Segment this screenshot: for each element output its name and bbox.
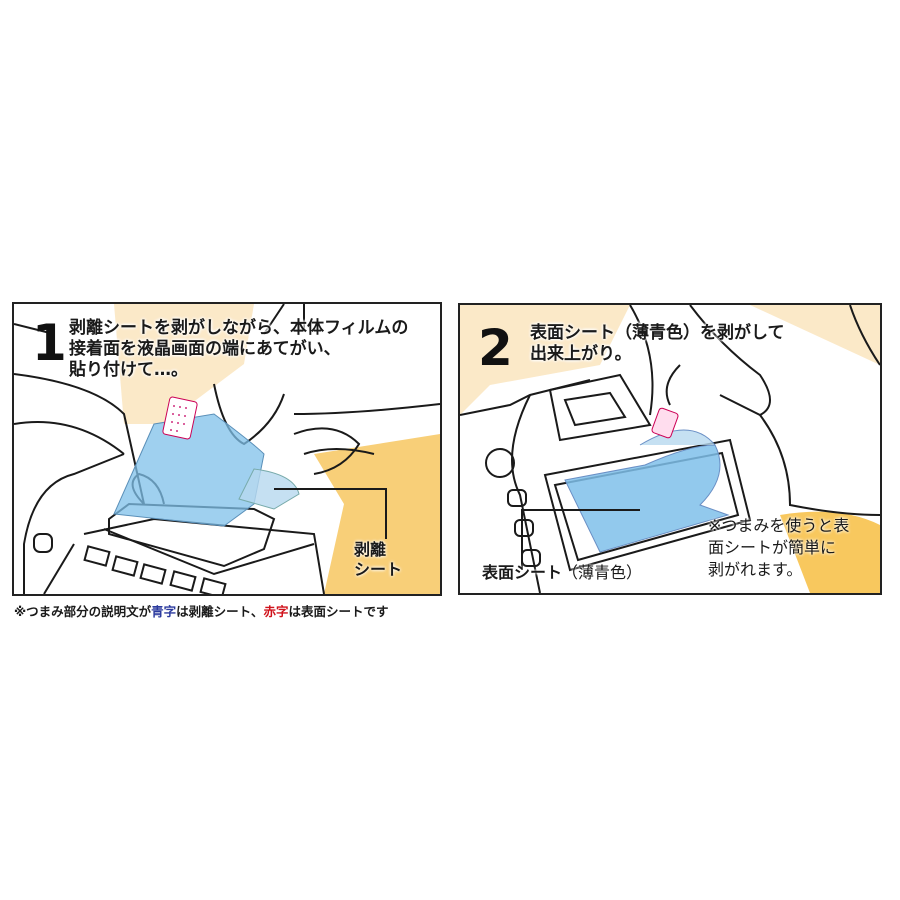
step1-panel: 1 剥離シートを剥がしながら、本体フィルムの 接着面を液晶画面の端にあてがい、 … — [12, 302, 442, 596]
step1-instruction: 剥離シートを剥がしながら、本体フィルムの 接着面を液晶画面の端にあてがい、 貼り… — [69, 318, 409, 380]
surface-sheet-label: 表面シート（薄青色） — [482, 563, 642, 583]
caption-part3: は表面シートです — [288, 604, 389, 619]
surface-sheet-label-sub: （薄青色） — [562, 563, 643, 582]
caption-part1: ※つまみ部分の説明文が — [14, 604, 152, 619]
surface-sheet-label-main: 表面シート — [482, 563, 563, 582]
peel-tab-icon — [651, 407, 679, 439]
step2-illustration — [460, 305, 880, 593]
peel-tab-note: ※つまみを使うと表 面シートが簡単に 剥がれます。 — [708, 516, 850, 579]
caption-blue-word: 青字 — [151, 604, 177, 619]
release-sheet-label: 剥離 シート — [354, 540, 403, 579]
step2-panel: 2 表面シート（薄青色）を剥がして 出来上がり。 表面シート（薄青色） ※つまみ… — [458, 303, 882, 595]
caption-part2: は剥離シート、 — [176, 604, 264, 619]
callout-line — [274, 488, 387, 539]
caption-red-word: 赤字 — [263, 604, 289, 619]
step1-illustration — [14, 304, 440, 594]
peel-tab-icon — [162, 396, 198, 440]
callout-line — [521, 509, 640, 570]
step-number: 2 — [478, 319, 513, 377]
step-number: 1 — [32, 314, 67, 372]
step2-instruction: 表面シート（薄青色）を剥がして 出来上がり。 — [530, 323, 785, 364]
legend-caption: ※つまみ部分の説明文が青字は剥離シート、赤字は表面シートです — [14, 601, 388, 620]
